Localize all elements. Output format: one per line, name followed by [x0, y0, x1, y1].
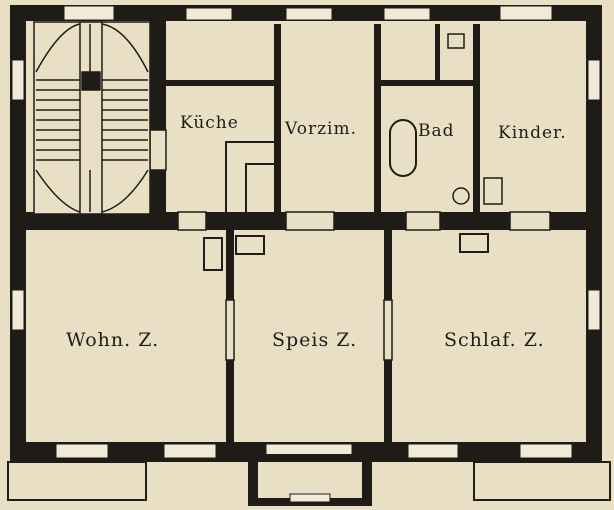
staircase [33, 21, 151, 215]
stoves [203, 233, 489, 271]
side-windows [11, 59, 601, 331]
room-label-kueche: Küche [180, 113, 239, 133]
room-label-kinder: Kinder. [498, 123, 567, 143]
room-label-schlaf: Schlaf. Z. [444, 329, 545, 351]
top-windows [63, 5, 553, 21]
wc-icon [447, 33, 465, 49]
kinder-stove-icon [483, 177, 503, 205]
room-label-speis: Speis Z. [272, 329, 357, 351]
balconies [7, 461, 611, 501]
doorways [149, 129, 551, 361]
room-label-wohn: Wohn. Z. [66, 329, 159, 351]
bathtub-icon [389, 119, 417, 177]
room-label-vorzimmer: Vorzim. [284, 119, 357, 139]
kitchen-stove [225, 141, 274, 212]
room-label-bad: Bad [418, 121, 455, 141]
basin-icon [452, 187, 470, 205]
bay-window [248, 454, 372, 506]
